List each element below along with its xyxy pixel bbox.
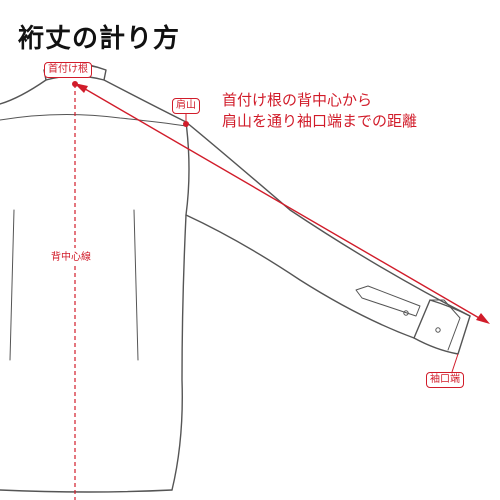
right-shoulder [103, 79, 187, 123]
cuff-end-label: 袖口端 [426, 372, 464, 388]
measurement-description: 首付け根の背中心から 肩山を通り袖口端までの距離 [222, 90, 417, 132]
neck-base-point [72, 81, 78, 87]
shirt-hem [0, 489, 173, 493]
center-back-line-label: 背中心線 [50, 248, 92, 263]
sleeve-top-edge [185, 121, 471, 317]
body-side-seam [171, 121, 190, 491]
cuff-fold [429, 299, 461, 351]
neck-base-label: 首付け根 [44, 62, 92, 78]
placket-button [403, 310, 409, 316]
back-dart-left [9, 209, 15, 361]
description-line-1: 首付け根の背中心から [222, 91, 373, 109]
cuff-leader-line [451, 353, 459, 373]
measurement-line [79, 85, 487, 323]
cuff-outline [413, 299, 471, 355]
sleeve-placket [355, 285, 421, 317]
back-dart-right [133, 209, 139, 361]
left-shoulder [0, 79, 47, 105]
description-line-2: 肩山を通り袖口端までの距離 [222, 112, 418, 130]
arrowhead-end [476, 313, 490, 324]
shoulder-point-label: 肩山 [172, 98, 200, 114]
yoke-seam [0, 113, 187, 127]
page-title: 裄丈の計り方 [18, 24, 181, 54]
cuff-button [435, 327, 441, 333]
sleeve-bottom-edge [185, 214, 415, 339]
